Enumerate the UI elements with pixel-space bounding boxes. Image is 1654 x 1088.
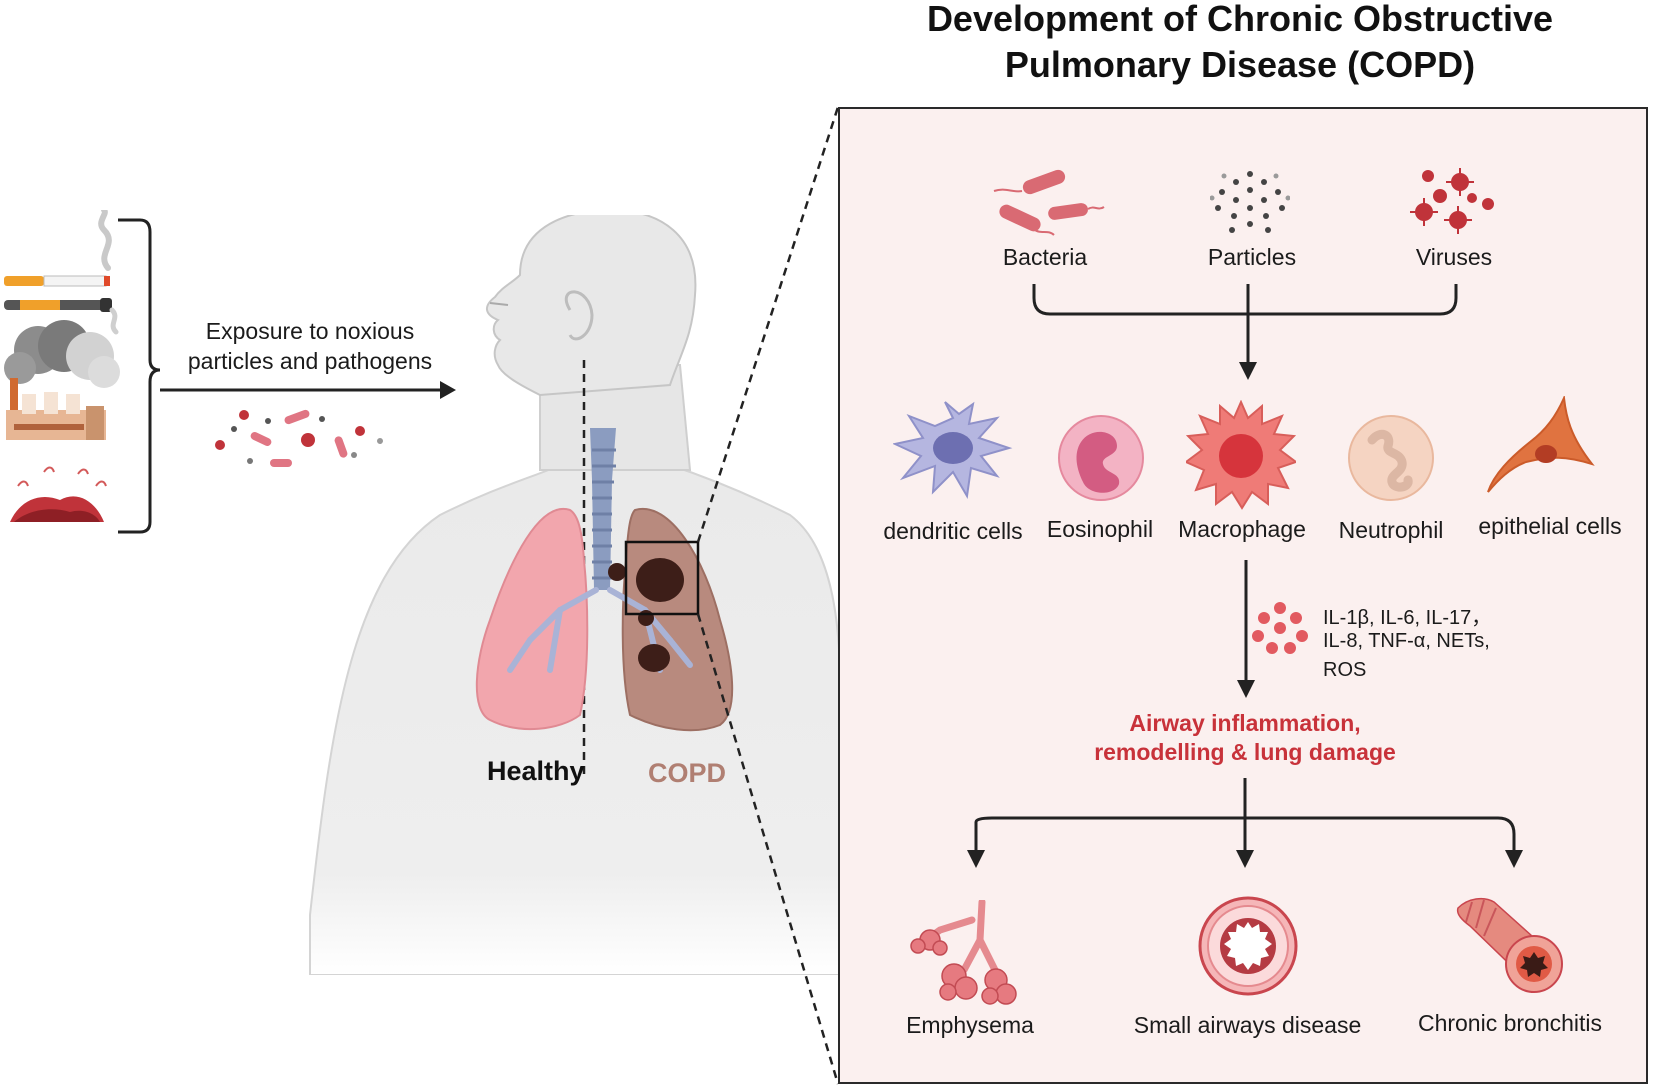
lungs <box>475 428 734 732</box>
emphysema-icon <box>910 900 1017 1005</box>
cell-label-dendritic: dendritic cells <box>883 518 1023 544</box>
exposure-label-line1: Exposure to noxious <box>205 318 415 344</box>
mediators-line1: IL-1β, IL-6, IL-17， <box>1323 607 1492 629</box>
macrophage-icon <box>1186 400 1296 510</box>
virus-icon <box>1410 168 1494 234</box>
eosinophil-icon <box>1058 415 1144 501</box>
cytokine-dots-icon <box>1252 602 1308 654</box>
healthy-label: Healthy <box>487 756 585 786</box>
exposure-sources <box>4 210 160 534</box>
trigger-merge-arrow <box>1032 284 1458 380</box>
chronic-bronchitis-icon <box>1456 897 1563 993</box>
exposure-label-line2: particles and pathogens <box>187 348 433 374</box>
dendritic-cell-icon <box>893 401 1013 499</box>
particles-icon <box>1210 171 1290 233</box>
cell-label-macrophage: Macrophage <box>1178 516 1306 542</box>
cell-label-neutrophil: Neutrophil <box>1338 517 1444 543</box>
mediators-line3: ROS <box>1323 659 1367 681</box>
exposure-bracket <box>118 218 160 534</box>
copd-label: COPD <box>648 758 727 788</box>
e-cigarette-icon <box>4 298 119 335</box>
exposure-arrow <box>160 381 456 399</box>
mediators-line2: IL-8, TNF-α, NETs, <box>1323 630 1490 652</box>
small-airway-icon <box>1198 896 1298 996</box>
disease-label-small-airways: Small airways disease <box>1133 1012 1362 1038</box>
diagram-title-line2: Pulmonary Disease (COPD) <box>1004 44 1476 85</box>
inhaled-pathogens-icon <box>215 409 383 467</box>
copd-lesions <box>608 558 684 672</box>
diagram-title-line1: Development of Chronic Obstructive <box>926 0 1554 39</box>
trigger-label-particles: Particles <box>1207 244 1297 270</box>
trachea-icon <box>590 428 616 590</box>
disease-label-chronic-bronchitis: Chronic bronchitis <box>1417 1010 1603 1036</box>
cell-label-epithelial: epithelial cells <box>1478 513 1622 539</box>
healthy-lung <box>475 507 589 731</box>
waste-fire-icon <box>10 466 107 522</box>
epithelial-cell-icon <box>1487 396 1595 493</box>
cells-to-inflammation-arrow <box>1237 560 1255 698</box>
bacteria-icon <box>993 169 1105 236</box>
factory-icon <box>4 320 120 440</box>
outcome-line2: remodelling & lung damage <box>1094 739 1396 765</box>
zoom-box <box>624 540 700 616</box>
cigarette-icon <box>4 210 112 287</box>
trigger-label-bacteria: Bacteria <box>1002 244 1088 270</box>
disease-label-emphysema: Emphysema <box>906 1012 1034 1038</box>
neutrophil-icon <box>1348 415 1434 501</box>
cell-label-eosinophil: Eosinophil <box>1046 516 1154 542</box>
outcome-line1: Airway inflammation, <box>1129 710 1361 736</box>
outcome-split-arrow <box>967 778 1523 868</box>
trigger-label-viruses: Viruses <box>1415 244 1493 270</box>
